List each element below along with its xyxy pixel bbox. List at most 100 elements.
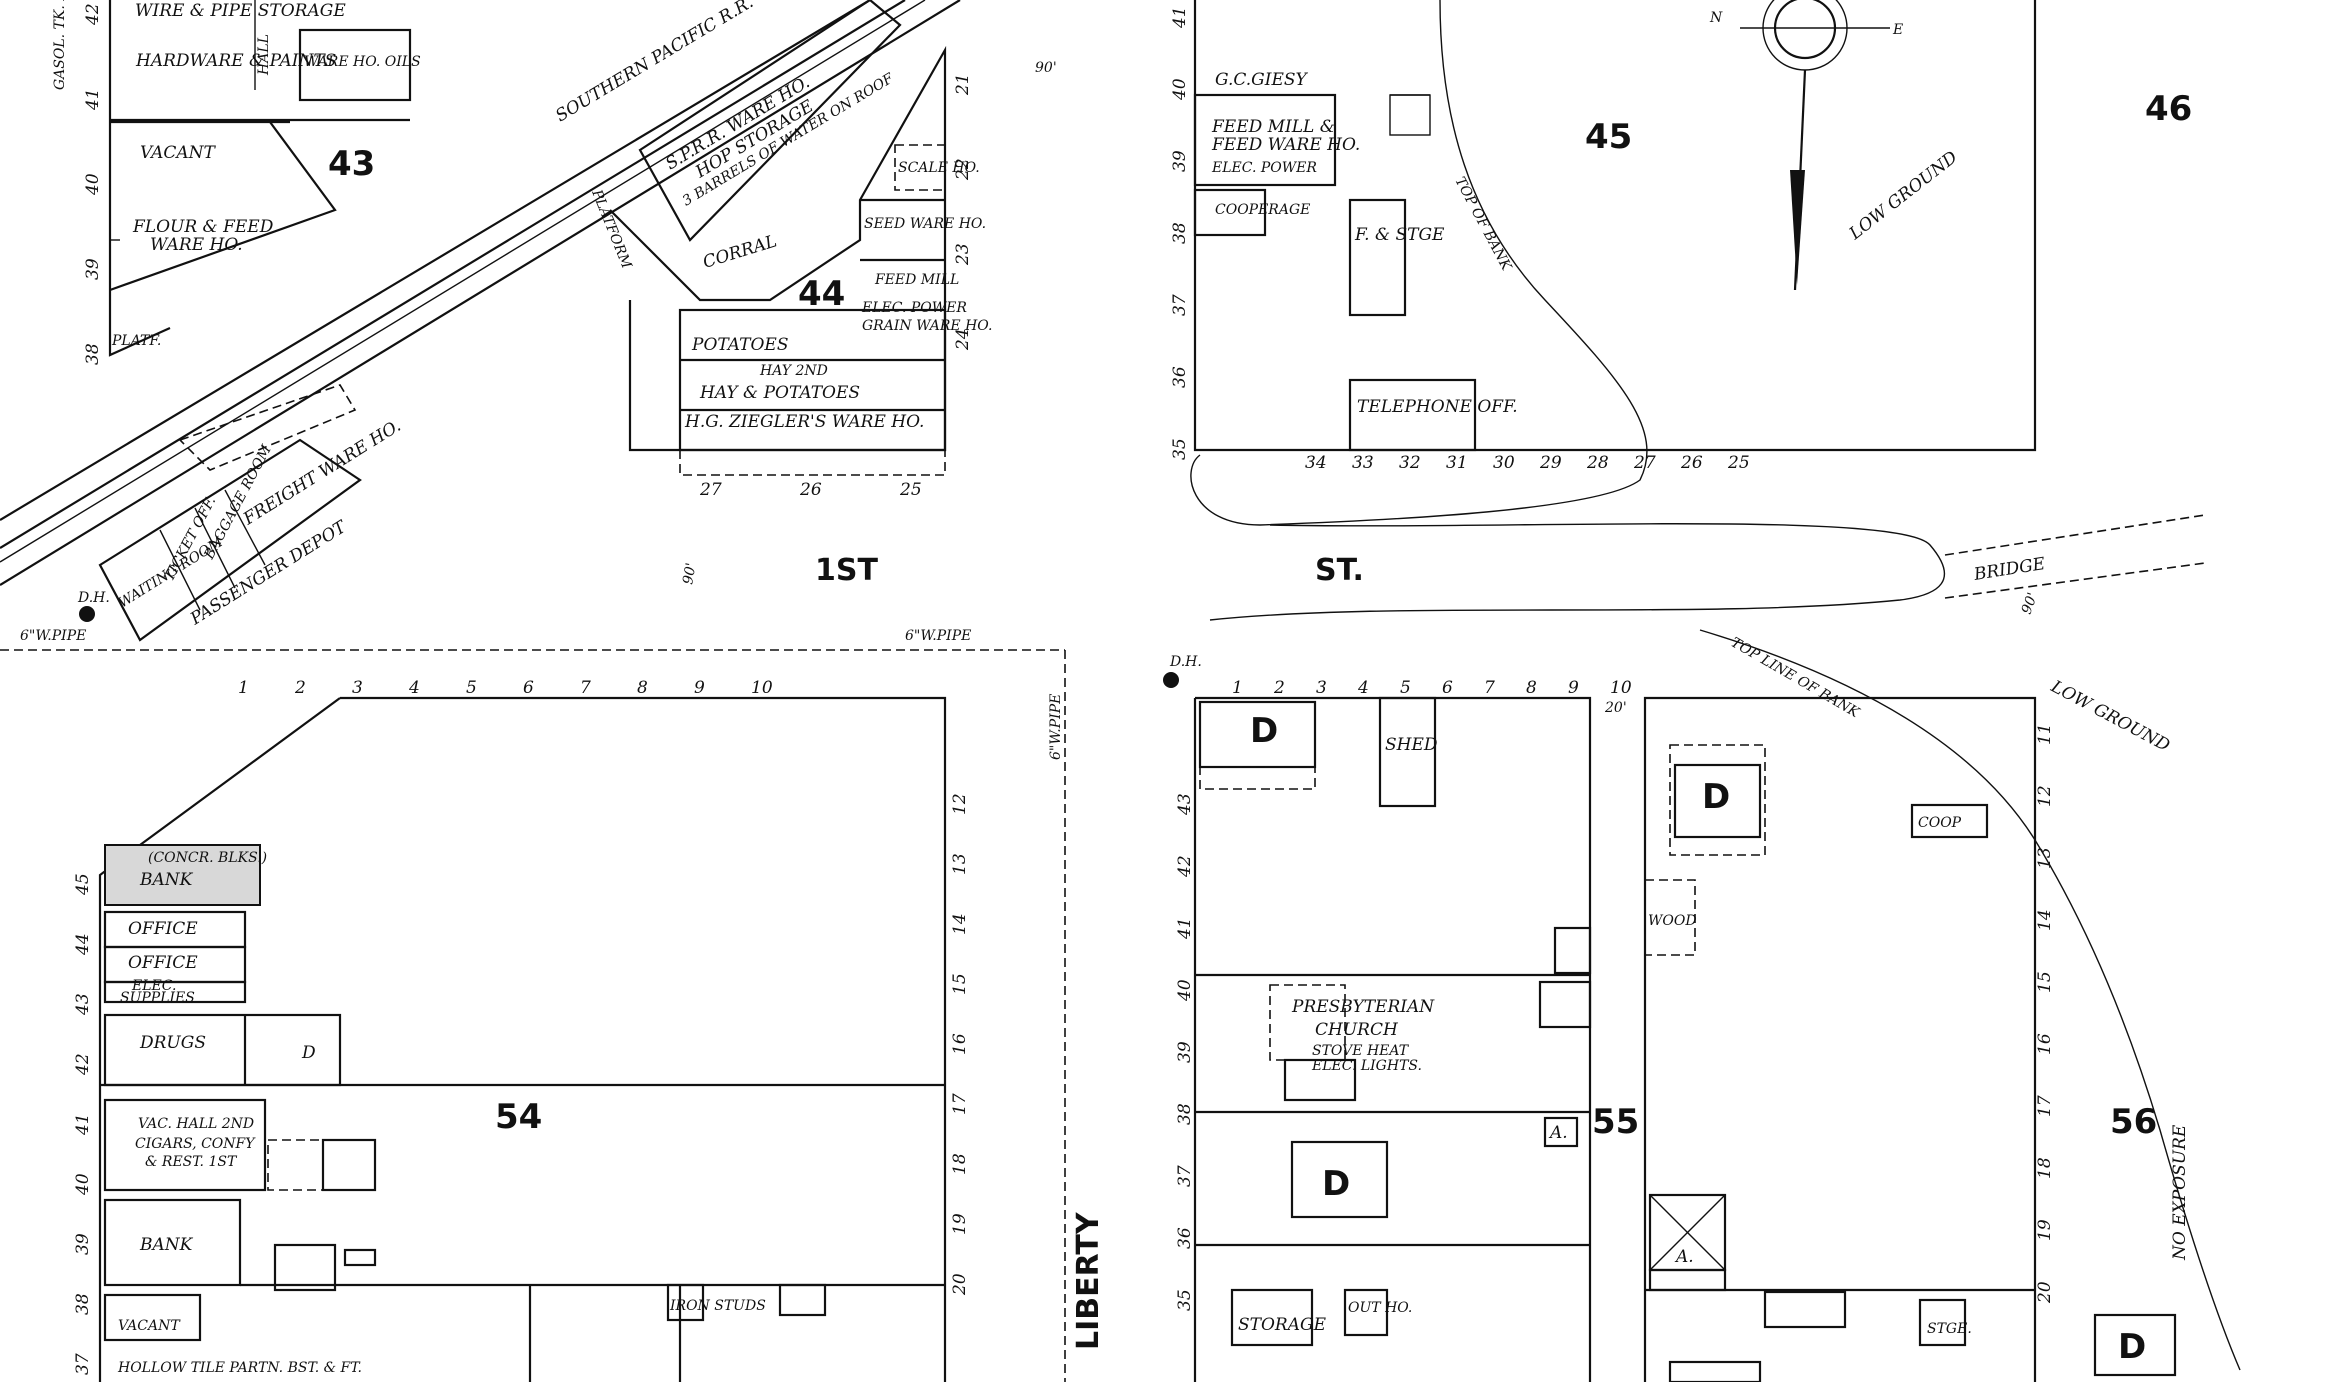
block-number-45: 45	[1585, 117, 1632, 157]
lot-number-b55-left-39: 39	[1175, 1041, 1195, 1063]
block-number-46: 46	[2145, 89, 2192, 129]
lot-number-b54-right-20: 20	[950, 1273, 970, 1296]
lot-number-b54-top-5: 5	[466, 678, 477, 698]
lot-number-b54-top-9: 9	[694, 678, 705, 698]
b56-coop: COOP	[1918, 815, 1962, 831]
lot-number-b54-right-13: 13	[950, 853, 970, 875]
b43-flour: FLOUR & FEED	[132, 217, 274, 237]
lot-number-b55-right-13: 13	[2035, 847, 2055, 869]
lot-number-b55-top-6: 6	[1442, 678, 1453, 698]
b54-concr: (CONCR. BLKS.)	[148, 850, 267, 866]
lot-number-b54-top-2: 2	[294, 678, 306, 698]
block-number-56: 56	[2110, 1102, 2157, 1142]
b44-hay2nd: HAY 2ND	[759, 363, 828, 379]
lot-number-b55-top-5: 5	[1400, 678, 1411, 698]
lot-number-b54-left-40: 40	[73, 1173, 93, 1196]
block-number-43: 43	[328, 144, 375, 184]
lot-number-b45-bottom-28: 28	[1586, 453, 1609, 473]
lot-number-b54-top-4: 4	[408, 678, 420, 698]
lot-number-b54-top-10: 10	[751, 678, 773, 698]
hydrant-2-label: D.H.	[1169, 654, 1202, 670]
lot-number-b44-bottom-27: 27	[699, 480, 722, 500]
b54-iron-studs: IRON STUDS	[669, 1298, 766, 1314]
bridge-label: BRIDGE	[1972, 554, 2047, 585]
lot-number-b55-left-38: 38	[1175, 1103, 1195, 1125]
lot-number-b54-right-16: 16	[950, 1033, 970, 1055]
b54-elec: ELEC.	[131, 978, 176, 994]
b45-elec-power: ELEC. POWER	[1211, 160, 1317, 176]
lot-number-b55-right-20: 20	[2035, 1281, 2055, 1304]
pipe-label-1: 6"W.PIPE	[20, 628, 86, 644]
b56-low-ground: LOW GROUND	[2047, 676, 2173, 756]
lot-number-b55-top-4: 4	[1357, 678, 1369, 698]
lot-number-b54-left-44: 44	[73, 933, 93, 956]
block-number-55: 55	[1592, 1102, 1639, 1142]
b45-top-bank: TOP OF BANK	[1451, 174, 1514, 274]
b55-church1: PRESBYTERIAN	[1291, 997, 1435, 1017]
lot-number-b45-bottom-27: 27	[1633, 453, 1656, 473]
lot-number-b55-top-3: 3	[1316, 678, 1327, 698]
lot-number-b55-top-7: 7	[1484, 678, 1495, 698]
lot-number-b45-left-41: 41	[1170, 6, 1190, 29]
dim-90-c: 90'	[2019, 591, 2041, 617]
lot-number-b54-left-38: 38	[73, 1293, 93, 1315]
street-liberty: LIBERTY	[1071, 1211, 1106, 1350]
lot-number-b45-bottom-26: 26	[1680, 453, 1703, 473]
block-55	[1193, 696, 1592, 1382]
lot-number-b45-bottom-25: 25	[1727, 453, 1750, 473]
lot-number-b55-top-8: 8	[1526, 678, 1537, 698]
lot-number-b55-left-43: 43	[1175, 793, 1195, 816]
b44-seed: SEED WARE HO.	[864, 216, 986, 232]
b44-scale: SCALE HO.	[898, 160, 980, 176]
lot-number-b45-bottom-29: 29	[1539, 453, 1562, 473]
lot-number-b45-left-36: 36	[1170, 366, 1190, 388]
street-st: ST.	[1315, 553, 1364, 588]
lot-number-b45-bottom-34: 34	[1305, 453, 1327, 473]
bridge	[1209, 514, 2206, 621]
lot-number-b54-right-18: 18	[950, 1153, 970, 1175]
b45-giesy: G.C.GIESY	[1215, 70, 1309, 90]
lot-number-b55-left-35: 35	[1175, 1289, 1195, 1311]
b44-corral: CORRAL	[701, 231, 780, 272]
lot-number-b55-right-15: 15	[2035, 971, 2055, 993]
b43-vacant: VACANT	[140, 143, 217, 163]
block-54	[98, 696, 947, 1382]
b56-wood: WOOD	[1648, 913, 1697, 929]
dim-90-b: 90'	[680, 562, 700, 586]
b55-church2: CHURCH	[1315, 1020, 1399, 1040]
lot-number-b54-top-6: 6	[523, 678, 534, 698]
compass-rose	[1740, 0, 1890, 291]
hydrant-2	[1163, 672, 1179, 688]
b55-storage: STORAGE	[1238, 1315, 1327, 1335]
lot-number-b55-right-18: 18	[2035, 1157, 2055, 1179]
lot-number-b54-right-17: 17	[950, 1093, 970, 1115]
lot-number-b44-right-21: 21	[953, 73, 973, 96]
lot-number-b45-bottom-33: 33	[1352, 453, 1374, 473]
b43-hardware: HARDWARE & PAINTS	[135, 51, 336, 71]
b45-telephone: TELEPHONE OFF.	[1357, 397, 1518, 417]
lot-number-b55-top-2: 2	[1273, 678, 1285, 698]
railroad-tracks	[0, 0, 961, 586]
b45-feed-ware: FEED WARE HO.	[1211, 135, 1360, 155]
lot-number-b55-right-11: 11	[2035, 723, 2055, 745]
b54-office1: OFFICE	[128, 919, 198, 939]
b44-grain: GRAIN WARE HO.	[862, 318, 992, 334]
lot-number-b54-left-45: 45	[73, 873, 93, 896]
b54-vacant: VACANT	[118, 1318, 181, 1334]
lot-number-b55-right-12: 12	[2035, 785, 2055, 807]
lot-number-b45-bottom-30: 30	[1493, 453, 1515, 473]
b44-elec-power: ELEC. POWER	[861, 300, 967, 316]
lot-number-b45-left-37: 37	[1170, 294, 1190, 316]
b43-flour-ware: WARE HO.	[150, 235, 243, 255]
lot-number-b54-top-3: 3	[352, 678, 363, 698]
lot-number-b44-bottom-25: 25	[899, 480, 922, 500]
lot-number-b55-right-19: 19	[2035, 1219, 2055, 1241]
b45-feed-mill: FEED MILL &	[1211, 117, 1335, 137]
b45-cooperage: COOPERAGE	[1215, 202, 1310, 218]
lot-number-b55-left-41: 41	[1175, 917, 1195, 940]
b55-outho: OUT HO.	[1348, 1300, 1412, 1316]
b54-bank: BANK	[139, 870, 194, 890]
lot-number-b54-left-42: 42	[73, 1053, 93, 1076]
lot-number-b54-right-12: 12	[950, 793, 970, 815]
b43-gasol: GASOL. TK. IN	[52, 0, 68, 90]
